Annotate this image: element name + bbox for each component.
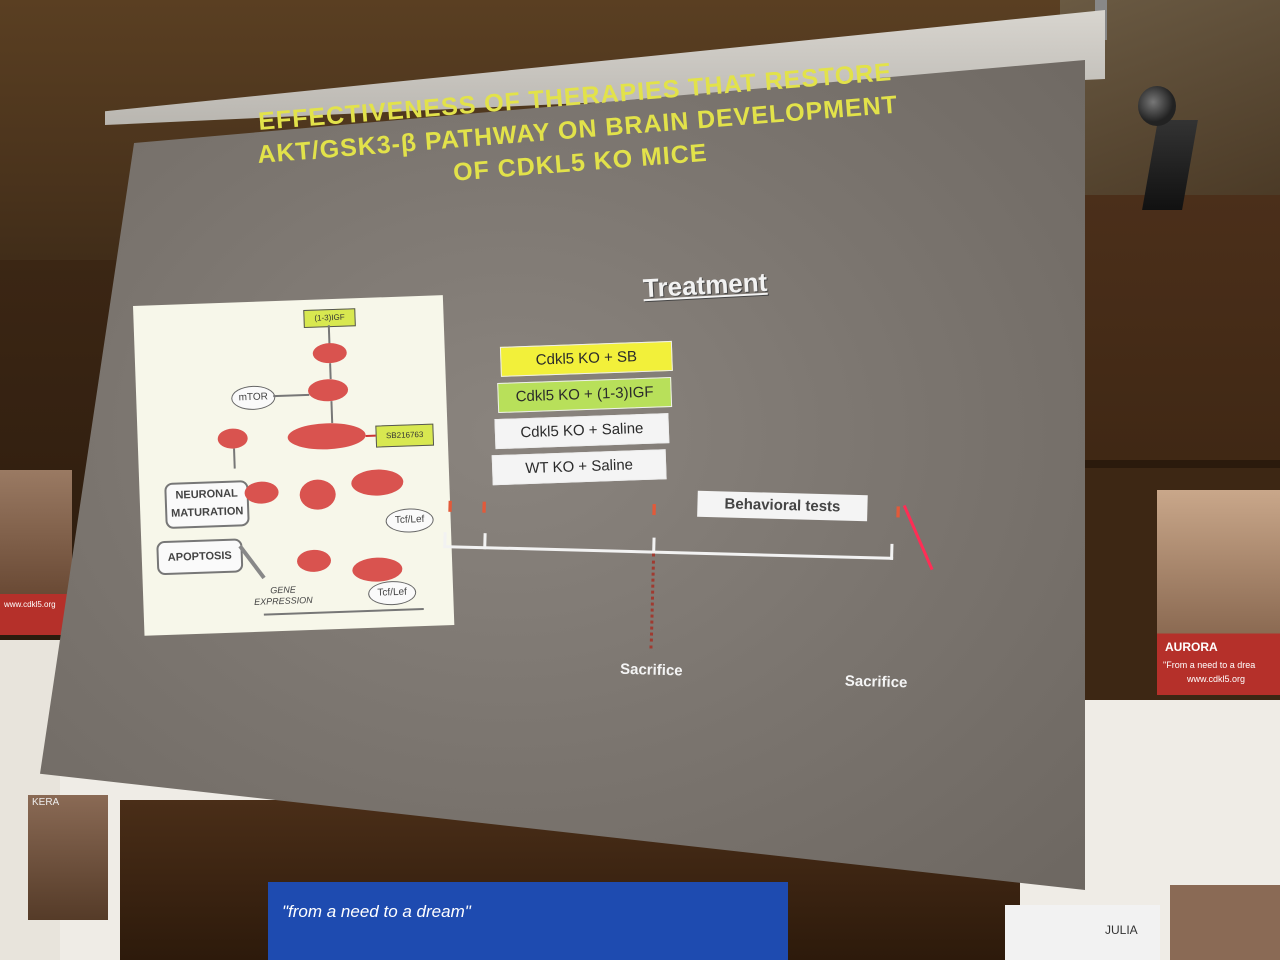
timeline-mark-2: ▬	[476, 501, 489, 513]
timeline-tick	[443, 532, 447, 549]
arrow-line	[329, 363, 332, 380]
sb-box: SB216763	[375, 423, 435, 448]
crmp2-node	[244, 481, 279, 505]
group-igf: Cdkl5 KO + (1-3)IGF	[497, 376, 673, 414]
group-wt-saline: WT KO + Saline	[491, 449, 667, 486]
behavioral-tests-box: Behavioral tests	[697, 490, 868, 522]
poster-julia: JULIA	[1005, 905, 1160, 960]
poster-left-text: www.cdkl5.org	[4, 600, 56, 609]
mtor-oval: mTOR	[230, 385, 276, 411]
treatment-groups: Cdkl5 KO + SB Cdkl5 KO + (1-3)IGF Cdkl5 …	[487, 327, 682, 486]
treatment-heading: Treatment	[642, 266, 768, 304]
pathway-diagram: (1-3)IGF mTOR SB216763 NEURONAL MATURATI…	[133, 295, 455, 636]
poster-julia-name: JULIA	[1105, 923, 1138, 937]
timeline-tick	[890, 543, 894, 560]
akt-node	[307, 378, 349, 402]
dotted-line	[649, 553, 656, 649]
poster-aurora-url: www.cdkl5.org	[1187, 674, 1246, 684]
apoptosis-box: APOPTOSIS	[156, 538, 244, 576]
sacrifice-label-2: Sacrifice	[844, 672, 908, 692]
poster-kera: KERA	[28, 795, 108, 920]
dna-line	[263, 608, 424, 616]
tcf-lef-oval-1: Tcf/Lef	[385, 507, 435, 534]
gene-expression-label: GENE EXPRESSION	[253, 584, 313, 607]
poster-aurora-name: AURORA	[1165, 640, 1218, 654]
bdnf-node	[296, 549, 332, 573]
poster-aurora: AURORA "From a need to a drea www.cdkl5.…	[1157, 490, 1280, 695]
arrow-line	[330, 401, 334, 424]
camera-icon	[1138, 86, 1176, 126]
timeline-mark-3: ▬	[646, 503, 659, 516]
treatment-timeline: ▬ ▬ ▬ ▬ Behavioral tests Sacrifice Sacri…	[434, 480, 940, 713]
timeline-tick	[483, 533, 487, 550]
poster-left: www.cdkl5.org	[0, 470, 72, 635]
poster-blue-slogan: "from a need to a dream"	[282, 902, 471, 921]
poster-kera-name: KERA	[32, 797, 60, 808]
arrow-line	[233, 448, 236, 469]
pi3k-node	[312, 342, 348, 364]
timeline-axis	[443, 545, 894, 560]
neuronal-maturation-box: NEURONAL MATURATION	[164, 480, 250, 529]
poster-photo-right	[1170, 885, 1280, 960]
group-saline: Cdkl5 KO + Saline	[494, 413, 670, 450]
inhibit-line	[365, 434, 376, 437]
tcf-lef-oval-2: Tcf/Lef	[367, 580, 417, 606]
b-catenin-node	[350, 468, 404, 497]
gsk3b-node	[287, 421, 367, 451]
b-catenin-node-2	[351, 556, 403, 583]
arrow-line	[273, 393, 310, 398]
group-sb: Cdkl5 KO + SB	[499, 340, 673, 377]
s6-node	[217, 428, 249, 450]
poster-blue: "from a need to a dream"	[268, 882, 788, 960]
red-marker	[902, 504, 934, 571]
timeline-mark-1: ▬	[442, 500, 455, 512]
timeline-tick	[652, 537, 656, 554]
creb-node	[299, 479, 337, 511]
poster-aurora-slogan: "From a need to a drea	[1163, 660, 1256, 670]
sacrifice-label-1: Sacrifice	[619, 660, 683, 680]
timeline-mark-4: ▬	[890, 506, 903, 518]
